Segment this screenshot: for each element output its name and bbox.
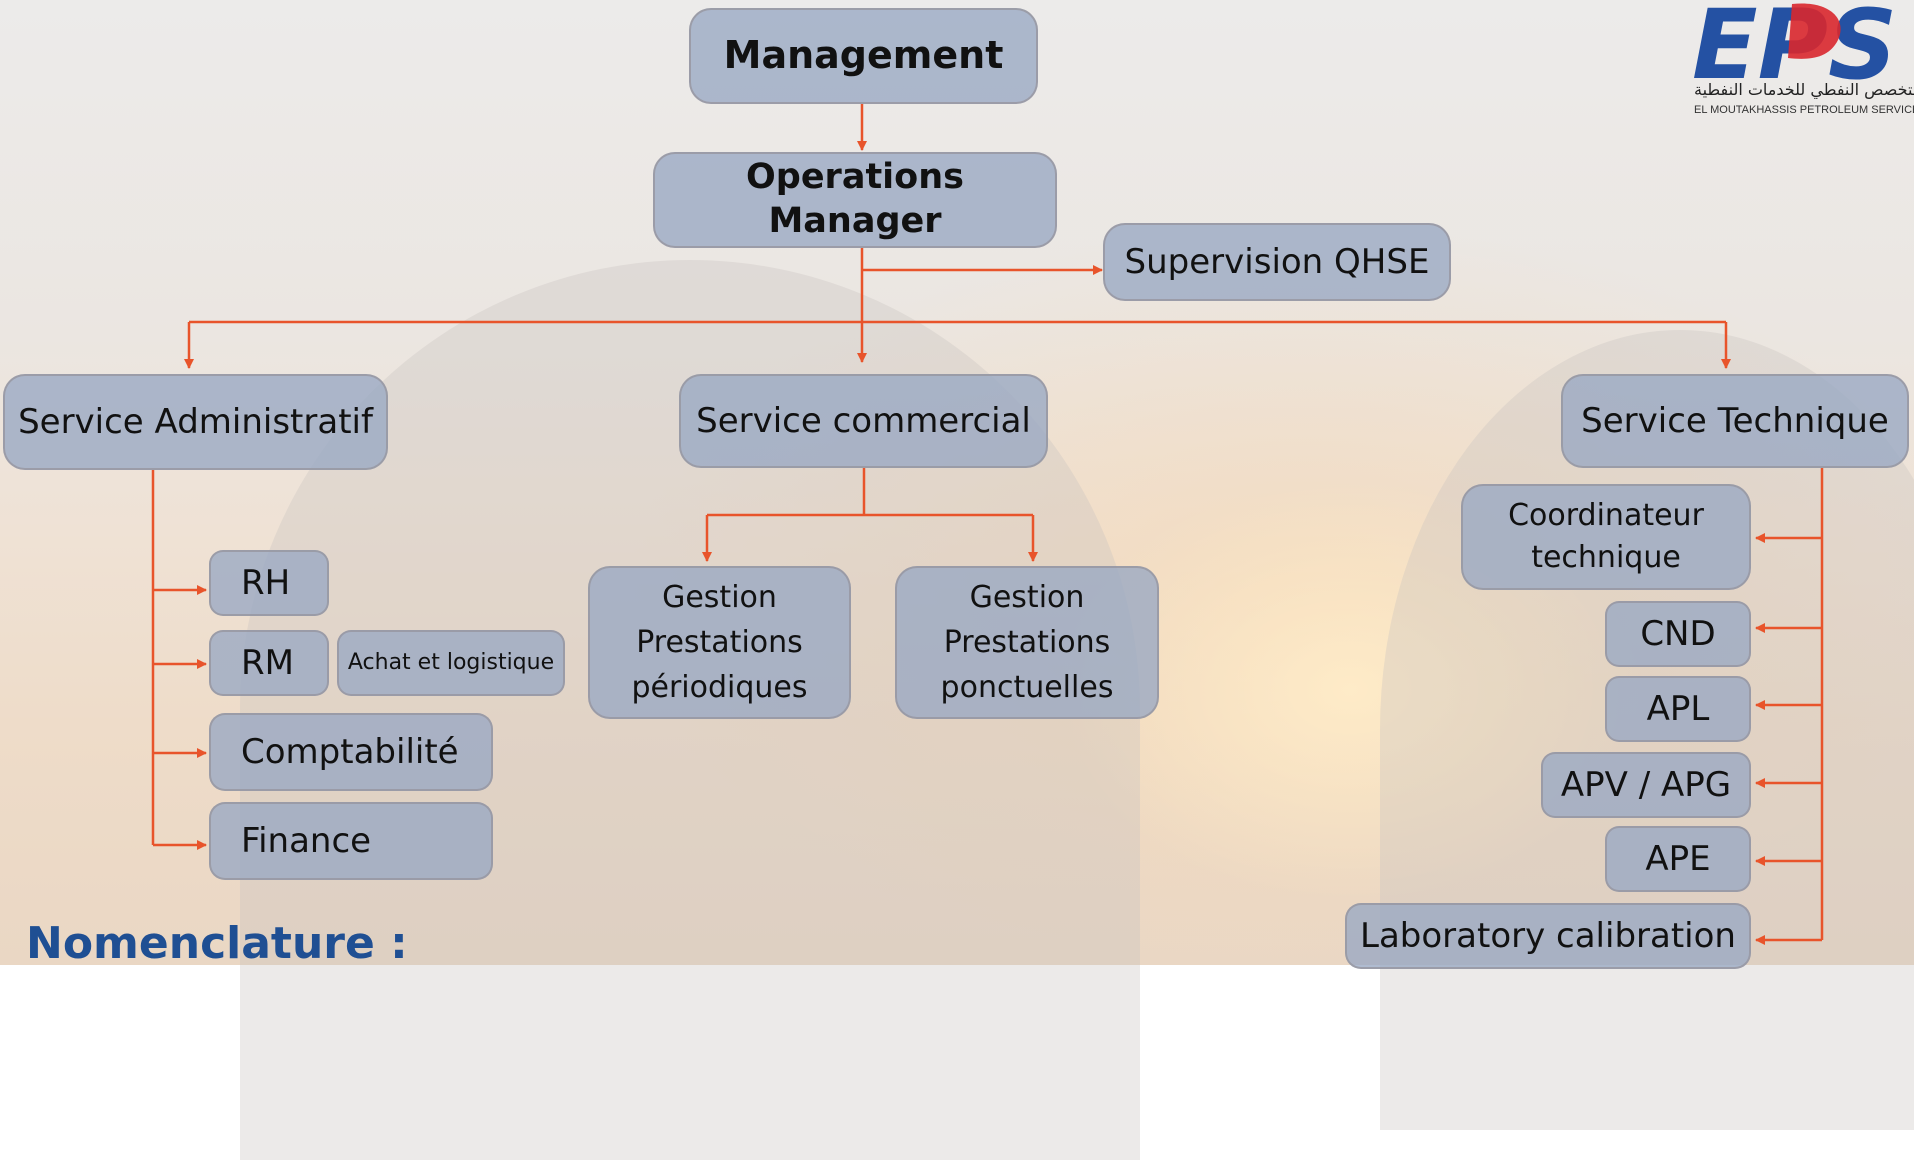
management-box: Management [689, 8, 1038, 104]
logo-arabic-text: المتخصص النفطي للخدمات النفطية [1694, 80, 1914, 99]
coordinateur-technique-box: Coordinateur technique [1461, 484, 1751, 590]
achat-logistique-box: Achat et logistique [337, 630, 565, 696]
service-technique-box: Service Technique [1561, 374, 1909, 468]
nomenclature-heading: Nomenclature : [26, 918, 408, 969]
finance-box: Finance [209, 802, 493, 880]
operations-manager-box: Operations Manager [653, 152, 1057, 248]
service-administratif-box: Service Administratif [3, 374, 388, 470]
laboratory-calibration-box: Laboratory calibration [1345, 903, 1751, 969]
rm-box: RM [209, 630, 329, 696]
apl-box: APL [1605, 676, 1751, 742]
apv-apg-box: APV / APG [1541, 752, 1751, 818]
connector-lines [151, 104, 1824, 945]
eps-logo: EPS المتخصص النفطي للخدمات النفطية EL MO… [1688, 0, 1914, 122]
ape-box: APE [1605, 826, 1751, 892]
cnd-box: CND [1605, 601, 1751, 667]
gestion-ponctuelles-box: Gestion Prestations ponctuelles [895, 566, 1159, 719]
service-commercial-box: Service commercial [679, 374, 1048, 468]
gestion-periodiques-box: Gestion Prestations périodiques [588, 566, 851, 719]
supervision-qhse-box: Supervision QHSE [1103, 223, 1451, 301]
logo-subtitle: EL MOUTAKHASSIS PETROLEUM SERVICES [1694, 104, 1914, 116]
eps-logo-mark: EPS [1692, 0, 1897, 101]
comptabilite-box: Comptabilité [209, 713, 493, 791]
rh-box: RH [209, 550, 329, 616]
